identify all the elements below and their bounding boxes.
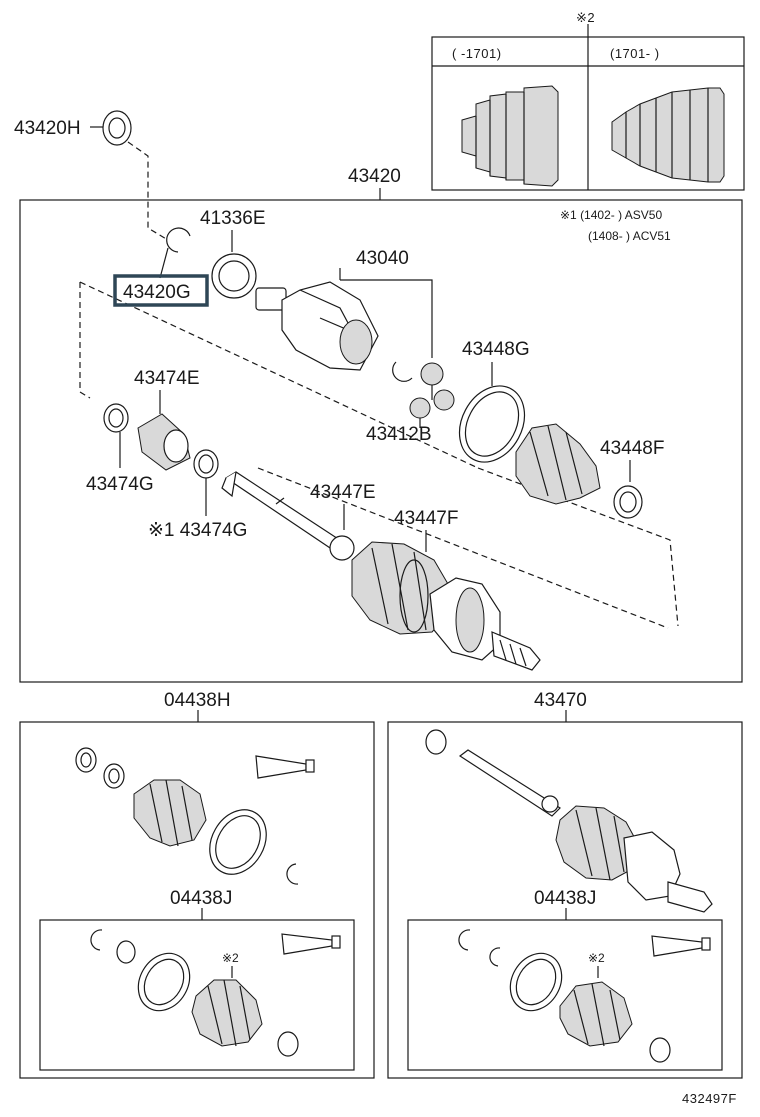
label-43040: 43040 (356, 248, 409, 269)
clamp-43474G-right-icon (193, 449, 219, 479)
kit-43470-clamp-icon (425, 729, 447, 755)
label-43412B: 43412B (366, 424, 432, 445)
kit-04438J-left-snap-ring-icon (90, 929, 103, 951)
boot-outer-icon (351, 541, 451, 635)
kit-04438H-grease-tube-icon (255, 755, 315, 779)
label-43474E: 43474E (134, 368, 200, 389)
kit-04438J-left-large-clamp-icon (137, 952, 191, 1012)
kit-04438J-right-snap-ring-icon (458, 929, 471, 951)
boot-new-icon (611, 87, 725, 183)
label-43420: 43420 (348, 166, 401, 187)
clamp-43447E-icon (329, 535, 355, 561)
seal-41336E-icon (211, 253, 257, 299)
note-star2-top: ※2 (576, 10, 595, 25)
tripod-43412B-icon (409, 362, 455, 419)
note-star2-left: ※2 (222, 951, 239, 965)
kit-04438J-right-snap-ring-2-icon (489, 947, 501, 967)
label-43420H: 43420H (14, 118, 81, 139)
kit-43470-frame (387, 721, 743, 1079)
clamp-43474G-left-icon (103, 403, 129, 433)
boot-inner-icon (515, 423, 601, 505)
label-43447E: 43447E (310, 482, 376, 503)
kit-04438J-left-frame (39, 919, 355, 1071)
label-43474G: 43474G (86, 474, 154, 495)
kit-04438H-large-clamp-icon (209, 809, 267, 875)
kit-43470-shaft-icon (458, 749, 713, 913)
kit-04438H-frame (19, 721, 375, 1079)
kit-04438J-right-frame (407, 919, 723, 1071)
kit-04438H-snap-ring-icon (286, 863, 299, 885)
highlight-43420G (113, 274, 209, 307)
range-after-1701: (1701- ) (610, 46, 660, 61)
label-41336E: 41336E (200, 208, 266, 229)
kit-04438J-right-clamp-icon (649, 1037, 671, 1063)
label-43448F: 43448F (600, 438, 664, 459)
snap-ring-43420G-icon (166, 227, 191, 253)
snap-ring-43412B-icon (392, 361, 413, 382)
label-43470: 43470 (534, 690, 587, 711)
label-43447F: 43447F (394, 508, 458, 529)
label-04438H: 04438H (164, 690, 231, 711)
range-before-1701: ( -1701) (452, 46, 502, 61)
assembly-43420-frame (19, 199, 743, 683)
note-star1-line2: (1408- ) ACV51 (588, 229, 671, 243)
clamp-43448G-icon (458, 385, 526, 463)
seal-43420H-icon (102, 110, 132, 146)
kit-04438J-right-boot-icon (559, 981, 633, 1047)
cv-joint-outer-icon (429, 577, 541, 671)
label-43420G: 43420G (123, 282, 191, 303)
label-04438J-right: 04438J (534, 888, 596, 909)
kit-04438H-clamp-2-icon (103, 763, 125, 789)
label-04438J-left: 04438J (170, 888, 232, 909)
damper-43474E-icon (137, 413, 191, 471)
kit-04438J-left-grease-tube-icon (281, 933, 341, 955)
label-43448G: 43448G (462, 339, 530, 360)
figure-id: 432497F (682, 1091, 737, 1106)
kit-04438J-left-clamp-icon (277, 1031, 299, 1057)
tripod-housing-43040-icon (255, 281, 379, 371)
kit-04438J-left-boot-icon (191, 979, 263, 1047)
kit-04438J-left-clamp-small-icon (116, 940, 136, 964)
kit-04438J-right-grease-tube-icon (651, 935, 711, 957)
note-star1-line1: ※1 (1402- ) ASV50 (560, 208, 662, 222)
note-star2-right: ※2 (588, 951, 605, 965)
boot-variant-box: ※2 ( -1701) (1701- ) (431, 10, 745, 191)
kit-04438J-right-large-clamp-icon (509, 952, 563, 1012)
label-43474G-note: ※1 43474G (148, 520, 247, 541)
clamp-43448F-icon (613, 485, 643, 519)
kit-04438H-clamp-1-icon (75, 747, 97, 773)
boot-old-icon (461, 85, 559, 187)
kit-04438H-boot-icon (133, 779, 207, 847)
